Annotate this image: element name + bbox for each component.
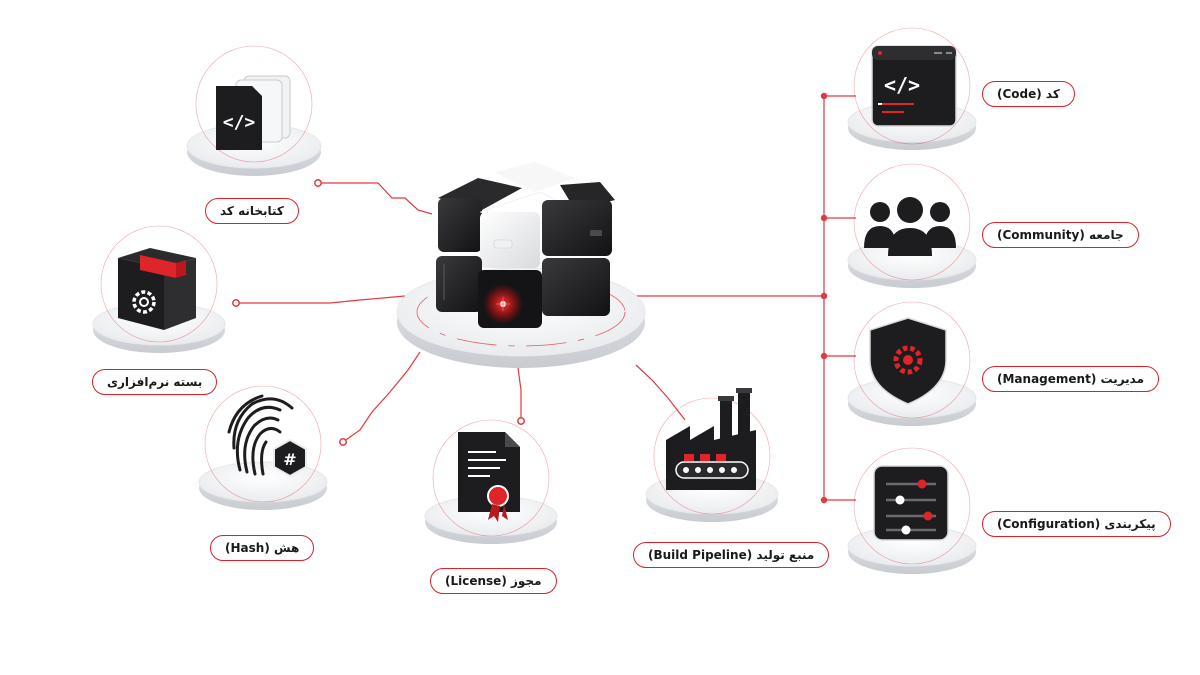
node-license (424, 419, 558, 544)
node-community (847, 163, 977, 288)
label-build-pipeline: منبع تولید (Build Pipeline) (633, 542, 830, 568)
label-community: جامعه (Community) (982, 222, 1139, 248)
license-document-icon (458, 432, 520, 522)
cube-icon (436, 162, 615, 328)
label-configuration: پیکربندی (Configuration) (982, 511, 1171, 537)
svg-text:</>: </> (884, 73, 920, 97)
node-hash: # (198, 385, 328, 510)
fingerprint-hash-icon (227, 394, 294, 476)
sliders-icon (873, 465, 949, 541)
connector-software-package (236, 295, 406, 304)
connector-build-pipeline (635, 364, 686, 421)
connector-dots (232, 92, 828, 504)
label-license: مجوز (License) (430, 568, 557, 594)
svg-text:</>: </> (223, 112, 256, 133)
node-code-library: </> (186, 45, 322, 176)
center-node (396, 162, 646, 368)
connector-hash (342, 351, 421, 443)
label-hash: هش (Hash) (210, 535, 315, 561)
package-gear-icon (118, 248, 196, 330)
connector-code-library (318, 182, 433, 215)
code-window-icon: </> (871, 45, 957, 127)
node-configuration (847, 447, 977, 574)
label-management: مدیریت (Management) (982, 366, 1160, 392)
shield-gear-icon (869, 317, 947, 405)
node-build-pipeline (645, 388, 779, 522)
users-icon (864, 197, 956, 256)
label-software-package: بسته نرم‌افزاری (92, 369, 218, 395)
svg-text:#: # (283, 450, 296, 469)
factory-icon (666, 388, 756, 490)
node-management (847, 301, 977, 426)
node-software-package (92, 225, 226, 353)
connector-license (517, 367, 522, 421)
node-code: </> (847, 27, 977, 150)
label-code: کد (Code) (982, 81, 1075, 107)
label-code-library: کتابخانه کد (205, 198, 299, 224)
code-library-icon: </> (216, 75, 291, 150)
